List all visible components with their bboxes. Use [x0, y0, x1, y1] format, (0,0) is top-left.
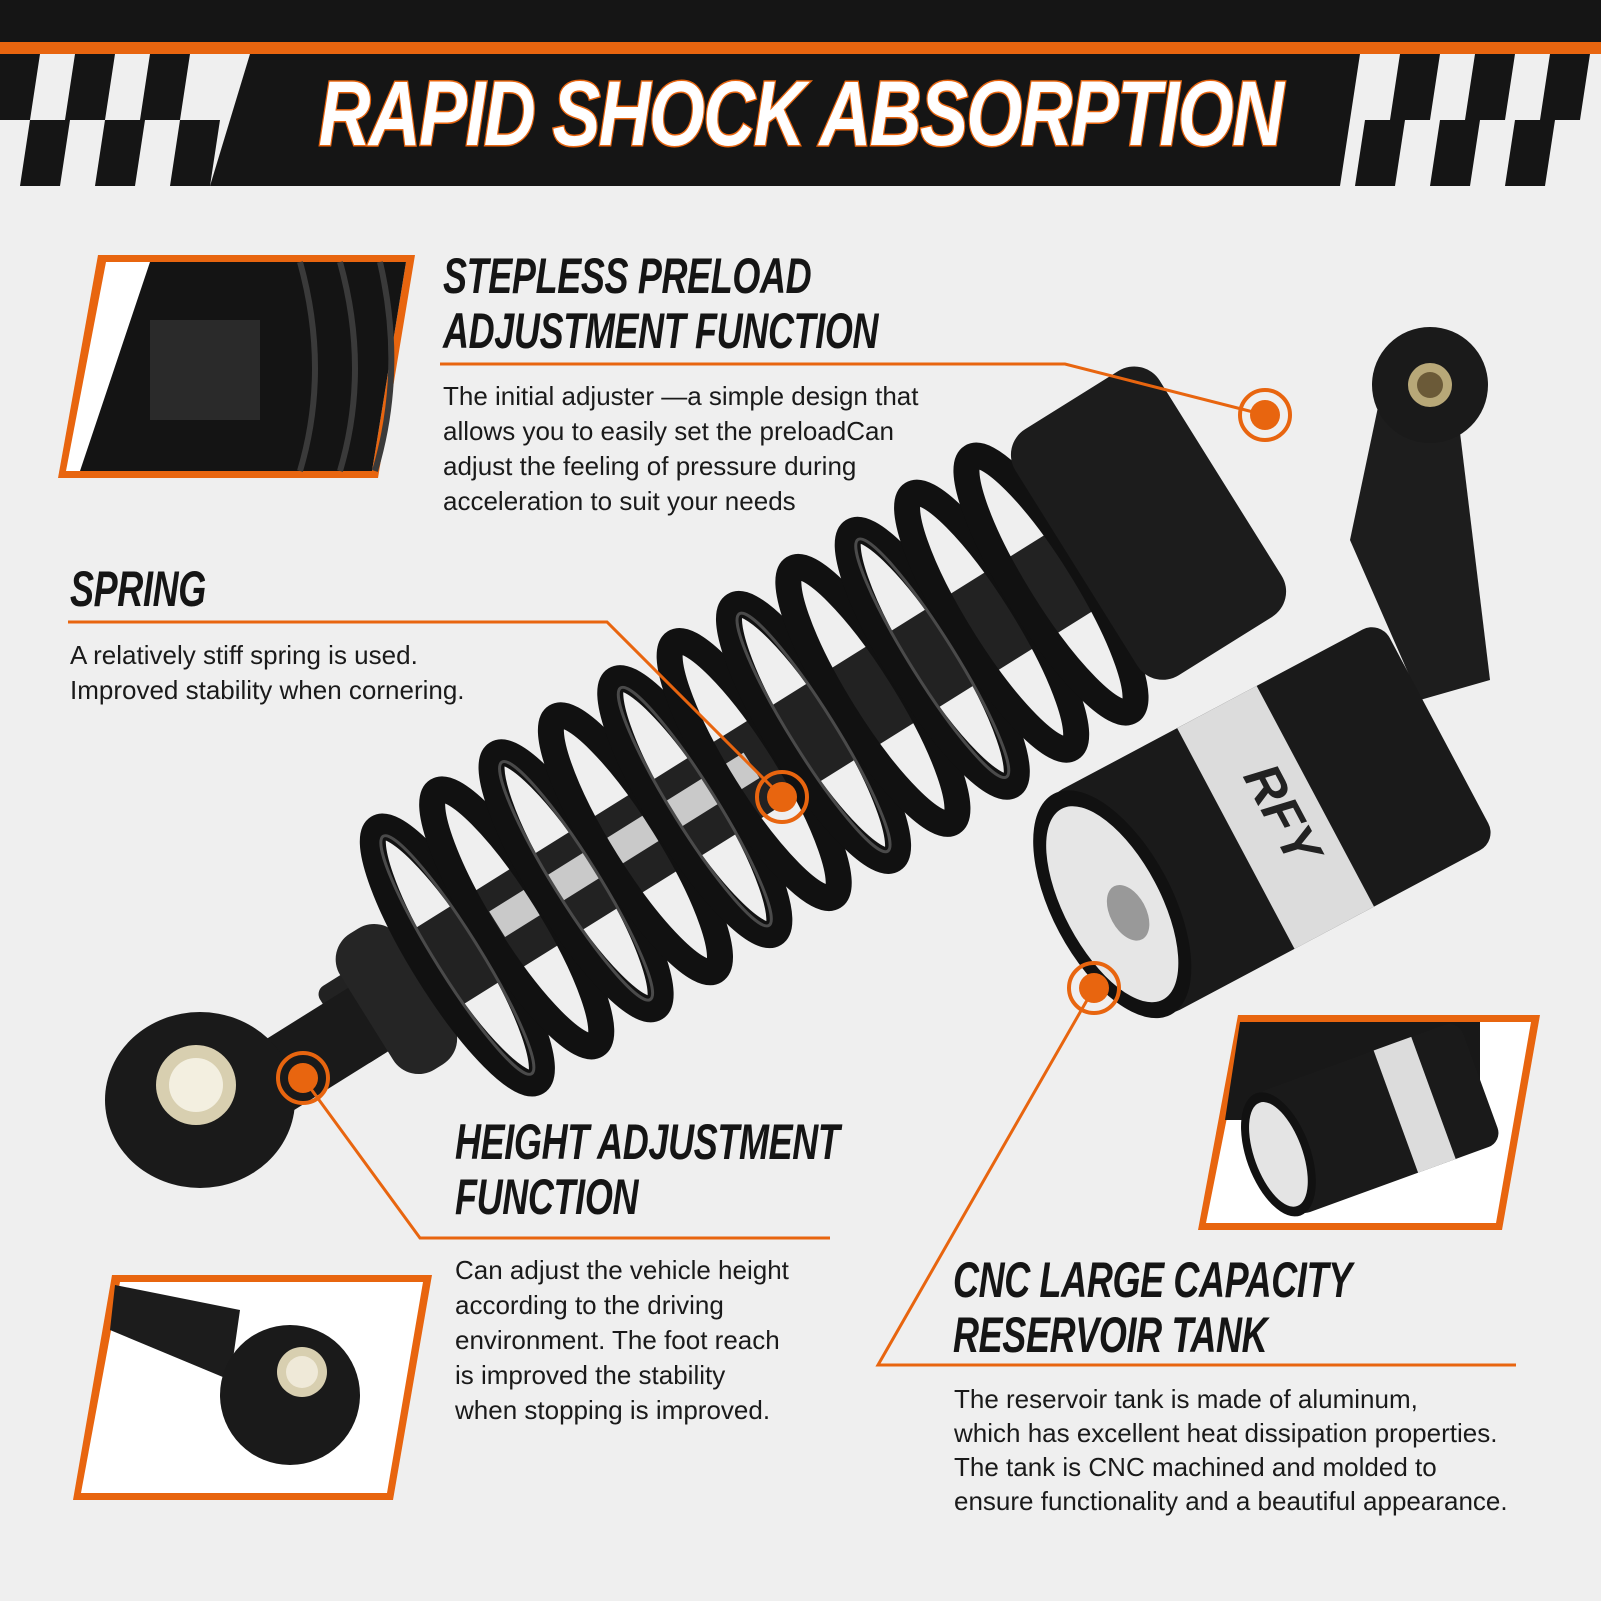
callout-dot-spring	[755, 770, 809, 824]
callout-dot-reservoir	[1067, 961, 1121, 1015]
callout-dot-height	[276, 1051, 330, 1105]
feature-title-preload-line2: ADJUSTMENT FUNCTION	[443, 303, 879, 359]
inset-lower-eyelet	[73, 1275, 432, 1500]
text-line: acceleration to suit your needs	[443, 486, 796, 516]
checkered-flag-right	[1355, 54, 1590, 186]
text-line: is improved the stability	[455, 1360, 726, 1390]
header-top-bar	[0, 0, 1601, 42]
feature-text-reservoir: The reservoir tank is made of aluminum, …	[954, 1382, 1508, 1518]
text-line: when stopping is improved.	[455, 1395, 771, 1425]
feature-title-reservoir-line2: RESERVOIR TANK	[953, 1307, 1268, 1363]
text-line: The tank is CNC machined and molded to	[954, 1452, 1437, 1482]
inset-reservoir	[1198, 1015, 1540, 1230]
text-line: A relatively stiff spring is used.	[70, 640, 418, 670]
text-line: according to the driving	[455, 1290, 724, 1320]
feature-title-height-line2: FUNCTION	[455, 1169, 639, 1225]
text-line: ensure functionality and a beautiful app…	[954, 1486, 1508, 1516]
shock-absorber-image: RFY	[105, 327, 1491, 1188]
text-line: allows you to easily set the preloadCan	[443, 416, 894, 446]
text-line: The reservoir tank is made of aluminum,	[954, 1384, 1418, 1414]
callout-dot-preload	[1238, 388, 1292, 442]
callout-dots	[276, 388, 1292, 1105]
text-line: The initial adjuster —a simple design th…	[443, 381, 919, 411]
feature-text-preload: The initial adjuster —a simple design th…	[443, 379, 918, 519]
checkered-flag-left	[0, 54, 220, 186]
text-line: environment. The foot reach	[455, 1325, 780, 1355]
feature-text-spring: A relatively stiff spring is used. Impro…	[70, 638, 465, 708]
feature-title-height-line1: HEIGHT ADJUSTMENT	[455, 1114, 840, 1170]
text-line: Can adjust the vehicle height	[455, 1255, 789, 1285]
text-line: which has excellent heat dissipation pro…	[954, 1418, 1498, 1448]
feature-text-height: Can adjust the vehicle height according …	[455, 1253, 789, 1428]
inset-preload-adjuster	[58, 255, 415, 478]
feature-title-spring: SPRING	[70, 561, 206, 617]
text-line: Improved stability when cornering.	[70, 675, 465, 705]
feature-title-preload-line1: STEPLESS PRELOAD	[443, 248, 812, 304]
page-title: RAPID SHOCK ABSORPTION	[317, 62, 1285, 167]
header-orange-stripe	[0, 42, 1601, 54]
header-banner	[210, 54, 1601, 186]
callout-lines	[68, 362, 1516, 1367]
feature-title-reservoir-line1: CNC LARGE CAPACITY	[953, 1252, 1352, 1308]
text-line: adjust the feeling of pressure during	[443, 451, 857, 481]
